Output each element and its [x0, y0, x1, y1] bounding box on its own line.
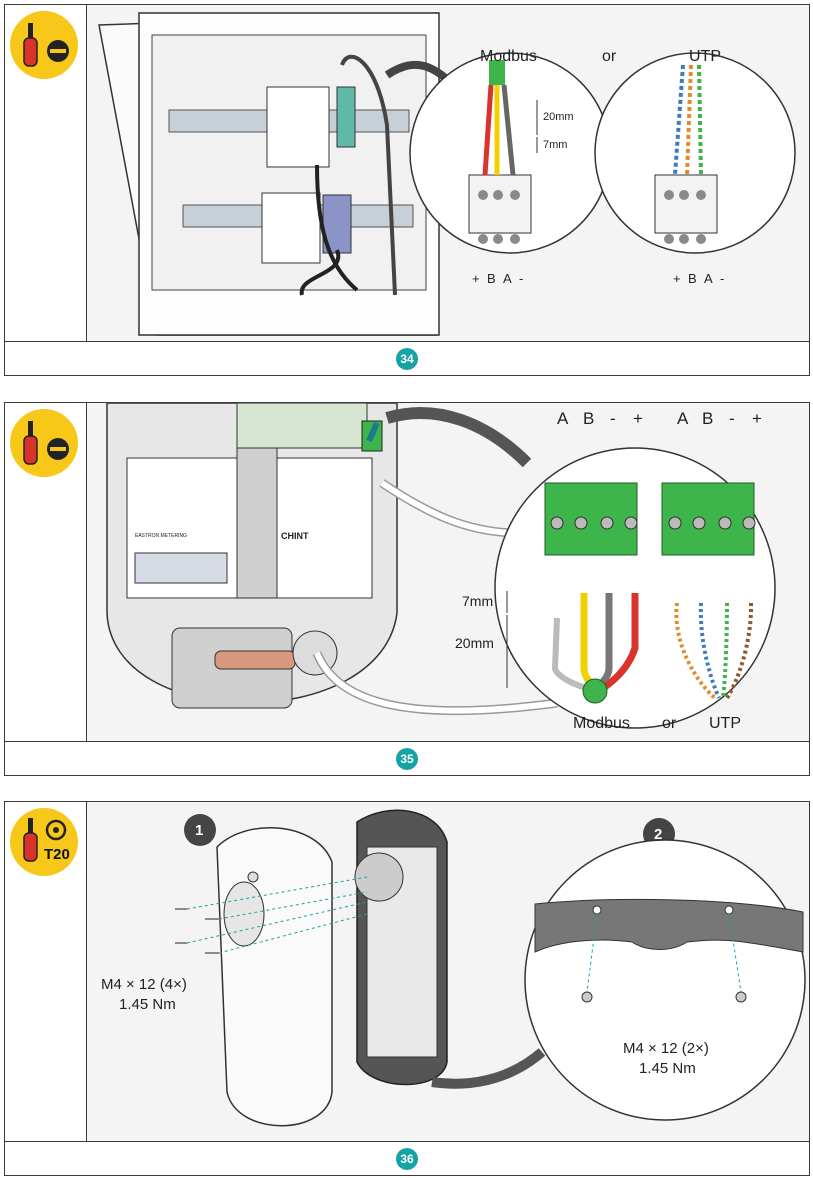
- terminal-label: B: [688, 271, 697, 286]
- tool-badge: [10, 409, 78, 477]
- strip-length-label: 20mm: [543, 111, 574, 123]
- terminal-label: A: [677, 409, 689, 428]
- terminal-label: A: [704, 271, 713, 286]
- step-number-badge: 35: [396, 748, 418, 770]
- terminal-label: +: [673, 271, 681, 286]
- strip-length-label: 7mm: [462, 593, 494, 609]
- strip-length-label: 7mm: [543, 139, 568, 151]
- step-number-badge: 36: [396, 1148, 418, 1170]
- tool-icon-cell: [5, 403, 87, 742]
- terminal-label: B: [487, 271, 496, 286]
- step-panel-34: Modbus or UTP 20mm 7mm + B A - + B A - 3…: [4, 4, 810, 376]
- step-footer: 35: [5, 741, 809, 775]
- or-label: or: [602, 48, 617, 65]
- step-illustration: 1 2 M4 × 12 (4×) 1.45 Nm M4 × 12 (2×) 1.…: [87, 802, 809, 1142]
- tool-badge: T20: [10, 808, 78, 876]
- charger-wiring-diagram: [106, 403, 776, 729]
- meter-brand-text: EASTRON METERING: [135, 533, 187, 539]
- tool-icon-cell: [5, 5, 87, 342]
- callout-number: 2: [654, 826, 663, 843]
- cabinet-wiring-diagram: [98, 12, 796, 336]
- terminal-label: B: [583, 409, 595, 428]
- cover-mounting-diagram: [175, 809, 806, 1127]
- or-label: or: [662, 715, 677, 732]
- terminal-label: +: [472, 271, 480, 286]
- device-brand-text: CHINT: [281, 531, 309, 541]
- tool-badge: [10, 11, 78, 79]
- step-panel-36: T20: [4, 801, 810, 1176]
- terminal-label: B: [702, 409, 714, 428]
- callout-number: 1: [195, 822, 204, 839]
- screwdriver-icon: [23, 421, 69, 465]
- tool-icon-cell: T20: [5, 802, 87, 1142]
- torx-screwdriver-icon: [23, 818, 67, 862]
- modbus-label: Modbus: [573, 715, 630, 732]
- terminal-label: -: [610, 409, 616, 428]
- utp-label: UTP: [689, 48, 721, 65]
- strip-length-label: 20mm: [455, 635, 494, 651]
- modbus-label: Modbus: [480, 48, 537, 65]
- terminal-label: -: [519, 271, 524, 286]
- utp-label: UTP: [709, 715, 741, 732]
- torque-label: 1.45 Nm: [639, 1060, 696, 1077]
- terminal-label: -: [729, 409, 735, 428]
- screw-spec-label: M4 × 12 (4×): [101, 976, 187, 993]
- terminal-label: A: [503, 271, 512, 286]
- terminal-label: -: [720, 271, 725, 286]
- step-number-badge: 34: [396, 348, 418, 370]
- terminal-label: A: [557, 409, 569, 428]
- torque-label: 1.45 Nm: [119, 996, 176, 1013]
- step-illustration: A B - + A B - + 7mm 20mm Modbus or UTP C…: [87, 403, 809, 742]
- screwdriver-icon: [23, 23, 69, 67]
- step-footer: 34: [5, 341, 809, 375]
- step-footer: 36: [5, 1141, 809, 1175]
- terminal-label: +: [752, 409, 762, 428]
- step-illustration: Modbus or UTP 20mm 7mm + B A - + B A -: [87, 5, 809, 342]
- terminal-label: +: [633, 409, 643, 428]
- screw-spec-label: M4 × 12 (2×): [623, 1040, 709, 1057]
- step-panel-35: A B - + A B - + 7mm 20mm Modbus or UTP C…: [4, 402, 810, 776]
- tool-size-label: T20: [44, 846, 70, 863]
